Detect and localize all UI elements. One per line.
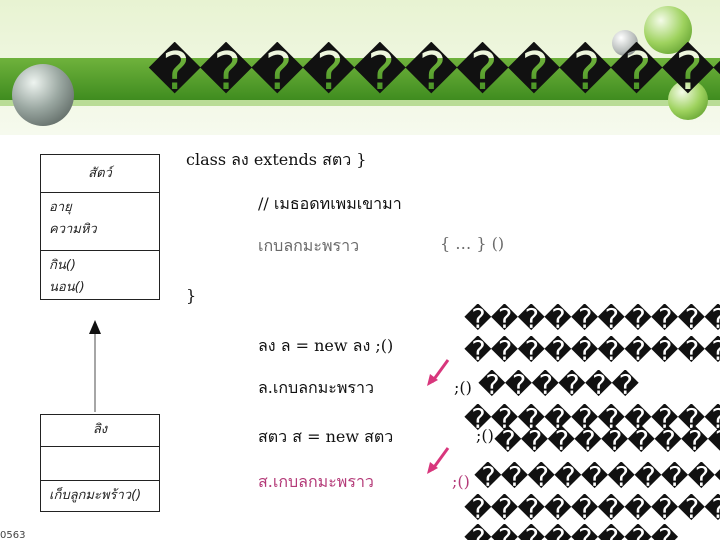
uml-attribute: อายุ bbox=[49, 197, 151, 219]
note-line: ���������� bbox=[464, 304, 720, 335]
pointer-arrow-icon bbox=[424, 358, 454, 388]
pointer-arrow-icon bbox=[424, 446, 454, 476]
uml-attributes-row: อายุ ความหิว bbox=[41, 193, 159, 251]
uml-methods-row: เก็บลูกมะพร้าว() bbox=[41, 481, 159, 511]
uml-empty-attributes-row bbox=[41, 447, 159, 481]
code-close-brace: } bbox=[186, 286, 196, 305]
code-comment: // เมธอดทเพมเขามา bbox=[258, 192, 402, 217]
inheritance-arrow bbox=[80, 318, 110, 414]
note-line: ���������� bbox=[474, 462, 720, 493]
code-stmt-monkey-call-end: ;() bbox=[454, 378, 472, 397]
code-class-line: class ลง extends สตว } bbox=[186, 148, 366, 173]
note-line: ���������� bbox=[494, 426, 720, 457]
code-stmt-animal-call-end: ;() bbox=[452, 472, 470, 491]
uml-methods-row: กิน() นอน() bbox=[41, 251, 159, 297]
uml-method: เก็บลูกมะพร้าว() bbox=[49, 485, 151, 507]
uml-attribute: ความหิว bbox=[49, 219, 151, 241]
uml-method: กิน() bbox=[49, 255, 151, 277]
uml-class-name-row: ลิง bbox=[41, 415, 159, 447]
gray-sphere-decoration bbox=[12, 64, 74, 126]
code-stmt-monkey-call: ล.เกบลกมะพราว bbox=[258, 376, 374, 401]
uml-parent-name: สัตว์ bbox=[49, 163, 151, 185]
note-line: ������ bbox=[478, 370, 720, 401]
uml-class-name-row: สัตว์ bbox=[41, 155, 159, 193]
code-stmt-create-animal: สตว ส = new สตว bbox=[258, 425, 393, 450]
slide-number: 0563 bbox=[0, 530, 25, 541]
code-method-body: { … } () bbox=[440, 234, 504, 253]
uml-child-name: ลิง bbox=[49, 419, 151, 441]
slide-title: ��������������� bbox=[148, 42, 720, 112]
note-line: ���������� bbox=[464, 336, 720, 367]
uml-parent-class: สัตว์ อายุ ความหิว กิน() นอน() bbox=[40, 154, 160, 300]
note-line: �������� bbox=[464, 524, 720, 540]
uml-child-class: ลิง เก็บลูกมะพร้าว() bbox=[40, 414, 160, 512]
note-line: ���������� bbox=[464, 494, 720, 525]
uml-method: นอน() bbox=[49, 277, 151, 299]
code-stmt-create-monkey: ลง ล = new ลง ;() bbox=[258, 334, 393, 359]
code-stmt-animal-call: ส.เกบลกมะพราว bbox=[258, 470, 374, 495]
code-method-line: เกบลกมะพราว bbox=[258, 234, 359, 259]
slide-header: ��������������� bbox=[0, 0, 720, 135]
